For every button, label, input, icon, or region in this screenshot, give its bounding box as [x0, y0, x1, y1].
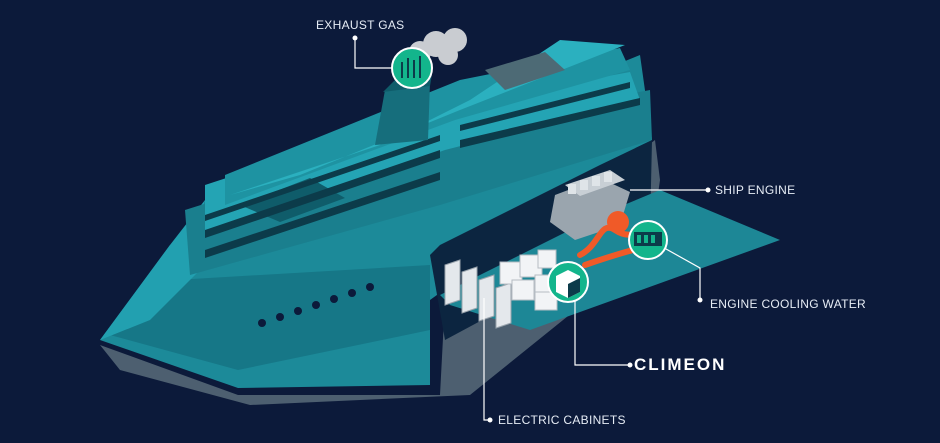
electric-cabinets-label: ELECTRIC CABINETS [498, 413, 626, 427]
window-rows [205, 82, 640, 258]
solar-panel [485, 52, 565, 90]
callout-lines [354, 38, 708, 421]
orange-gear [607, 211, 629, 233]
portholes [258, 283, 374, 327]
exhaust-gas-label: EXHAUST GAS [316, 18, 405, 32]
ship-engine-label: SHIP ENGINE [715, 183, 796, 197]
heat-exchanger-icon [628, 220, 668, 260]
equipment-boxes [499, 249, 558, 311]
callout-dots [352, 35, 711, 423]
hull-underside [100, 140, 660, 405]
exhaust-gas-icon [391, 47, 433, 89]
bow [100, 200, 205, 340]
funnel [375, 82, 430, 145]
electric-cabinets [444, 259, 512, 329]
climeon-logo: CLIMEON [634, 355, 727, 374]
engine-cooling-water-label: ENGINE COOLING WATER [710, 297, 867, 311]
climeon-module-icon [547, 261, 589, 303]
